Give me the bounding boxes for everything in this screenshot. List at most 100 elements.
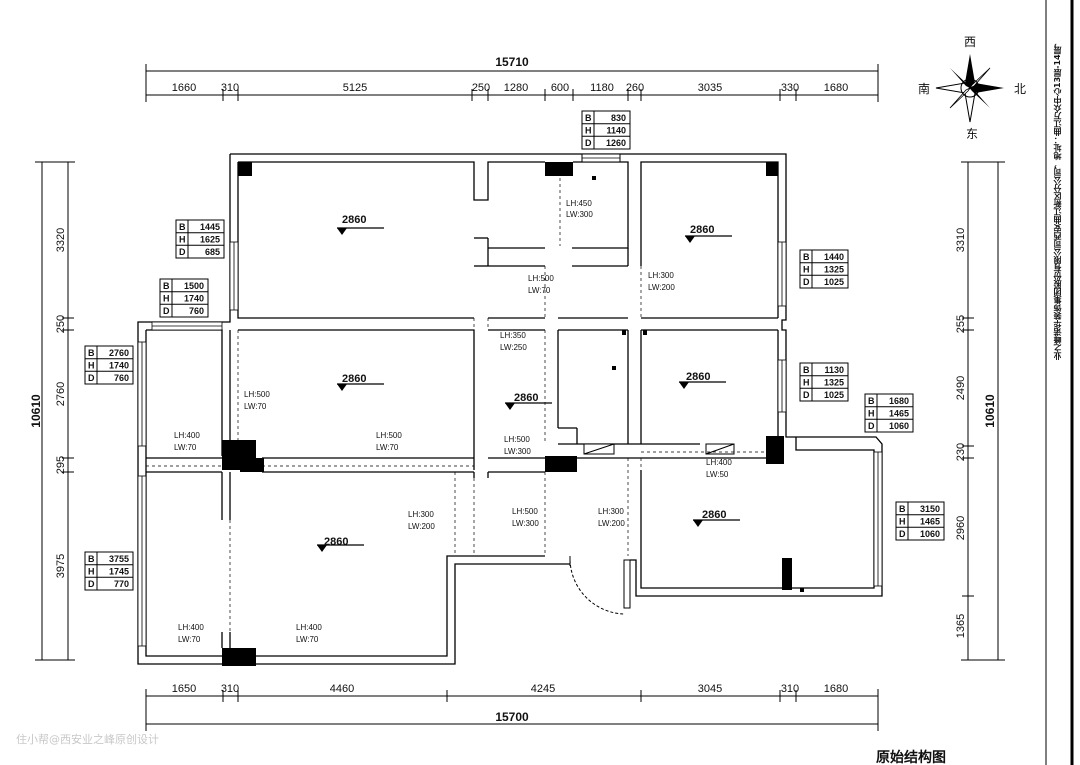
window-key: H — [803, 265, 810, 275]
opening-lh: LH:400 — [706, 458, 732, 467]
window-key: B — [868, 396, 875, 406]
ceiling-height-3: 2860 — [342, 373, 366, 385]
window-b: 1130 — [824, 365, 844, 375]
left-dimension-lines — [35, 161, 75, 661]
top-dimension-lines — [145, 64, 879, 102]
window-key: B — [899, 504, 906, 514]
window-h: 1465 — [920, 517, 940, 527]
ceiling-height-1: 2860 — [342, 214, 366, 226]
left-segment-dimensions: 3320 250 2760 295 3975 — [55, 228, 67, 578]
window-key: H — [803, 378, 810, 388]
window-d: 760 — [114, 373, 129, 383]
window-key: H — [899, 517, 906, 527]
ceiling-height-2: 2860 — [690, 224, 714, 236]
window-key: H — [179, 235, 186, 245]
ceiling-height-markers: 2860 2860 2860 2860 2860 2860 2860 — [316, 214, 741, 553]
window-b: 1440 — [824, 252, 844, 262]
window-key: D — [868, 421, 875, 431]
opening-lw: LW:300 — [566, 210, 593, 219]
window-b: 1445 — [200, 222, 220, 232]
window-d: 685 — [205, 247, 220, 257]
top-segment-dimensions: 1660 310 5125 250 1280 600 1180 260 3035… — [172, 82, 848, 94]
opening-lw: LW:70 — [174, 443, 197, 452]
bottom-dim-6: 310 — [781, 683, 799, 695]
opening-lh: LH:300 — [648, 271, 674, 280]
window-spec-table: B H D 3150 1465 1060 — [895, 501, 945, 541]
top-dim-11: 1680 — [824, 82, 848, 94]
opening-lh: LH:350 — [500, 331, 526, 340]
opening-lh: LH:500 — [376, 431, 402, 440]
opening-lw: LW:300 — [512, 519, 539, 528]
top-dim-4: 250 — [472, 82, 490, 94]
window-spec-table: B H D 2760 1740 760 — [84, 345, 134, 385]
top-dim-3: 5125 — [343, 82, 367, 94]
window-h: 1740 — [109, 361, 129, 371]
window-key: B — [88, 554, 95, 564]
window-spec-table: B H D 1680 1465 1060 — [864, 393, 914, 433]
window-key: D — [179, 247, 186, 257]
watermark: 住小帮@西安业之峰原创设计 — [16, 733, 159, 746]
window-d: 1060 — [920, 529, 940, 539]
window-key: D — [899, 529, 906, 539]
opening-dashes — [146, 178, 766, 632]
window-h: 1325 — [824, 265, 844, 275]
left-total-dimension: 10610 — [29, 394, 43, 428]
drawing-title: 原始结构图 — [876, 749, 946, 765]
right-dimension-lines — [961, 161, 1005, 661]
window-spec-table: B H D 830 1140 1260 — [581, 110, 631, 150]
window-spec-table: B H D 1440 1325 1025 — [799, 249, 849, 289]
window-key: H — [88, 361, 95, 371]
opening-lh: LH:400 — [178, 623, 204, 632]
bottom-dim-1: 1650 — [172, 683, 196, 695]
opening-lw: LW:250 — [500, 343, 527, 352]
window-b: 2760 — [109, 348, 129, 358]
compass-west: 西 — [964, 35, 976, 49]
window-d: 1025 — [824, 390, 844, 400]
window-h: 1325 — [824, 378, 844, 388]
window-key: D — [803, 277, 810, 287]
compass-rose — [935, 54, 1004, 123]
wall-windows — [137, 153, 883, 647]
company-info-strip: 业之峰诺华装饰集团股份有限公司西安曲江新区分公司，地址：曲江万众中心13层-14… — [1053, 40, 1062, 360]
opening-lw: LW:70 — [376, 443, 399, 452]
bottom-dim-3: 4460 — [330, 683, 354, 695]
opening-lw: LW:300 — [504, 447, 531, 456]
right-total-dimension: 10610 — [983, 394, 997, 428]
window-key: B — [803, 365, 810, 375]
window-b: 1680 — [889, 396, 909, 406]
window-key: H — [868, 409, 875, 419]
bottom-dim-2: 310 — [221, 683, 239, 695]
opening-lw: LW:200 — [598, 519, 625, 528]
window-h: 1740 — [184, 294, 204, 304]
bottom-segment-dimensions: 1650 310 4460 4245 3045 310 1680 — [172, 683, 848, 695]
window-spec-table: B H D 3755 1745 770 — [84, 551, 134, 591]
top-dim-7: 1180 — [590, 82, 614, 94]
window-key: D — [88, 373, 95, 383]
ceiling-height-4: 2860 — [514, 392, 538, 404]
opening-lw: LW:70 — [528, 286, 551, 295]
compass-east: 东 — [966, 127, 978, 141]
opening-lw: LW:200 — [648, 283, 675, 292]
ceiling-height-5: 2860 — [686, 371, 710, 383]
right-dim-5: 2960 — [955, 516, 967, 540]
window-key: D — [803, 390, 810, 400]
small-wall-pieces — [581, 153, 735, 455]
window-key: H — [585, 126, 592, 136]
window-d: 1060 — [889, 421, 909, 431]
bottom-total-dimension: 15700 — [495, 710, 529, 724]
window-d: 770 — [114, 579, 129, 589]
window-key: B — [585, 113, 592, 123]
right-dim-2: 255 — [955, 315, 967, 333]
left-dim-5: 3975 — [55, 554, 67, 578]
window-key: D — [88, 579, 95, 589]
top-dim-2: 310 — [221, 82, 239, 94]
left-dim-3: 2760 — [55, 382, 67, 406]
window-h: 1140 — [606, 126, 626, 136]
window-spec-table: B H D 1445 1625 685 — [175, 219, 225, 259]
window-key: D — [585, 138, 592, 148]
window-b: 1500 — [184, 281, 204, 291]
left-dim-2: 250 — [55, 315, 67, 333]
opening-lw: LW:50 — [706, 470, 729, 479]
opening-lh: LH:400 — [296, 623, 322, 632]
opening-lw: LW:200 — [408, 522, 435, 531]
